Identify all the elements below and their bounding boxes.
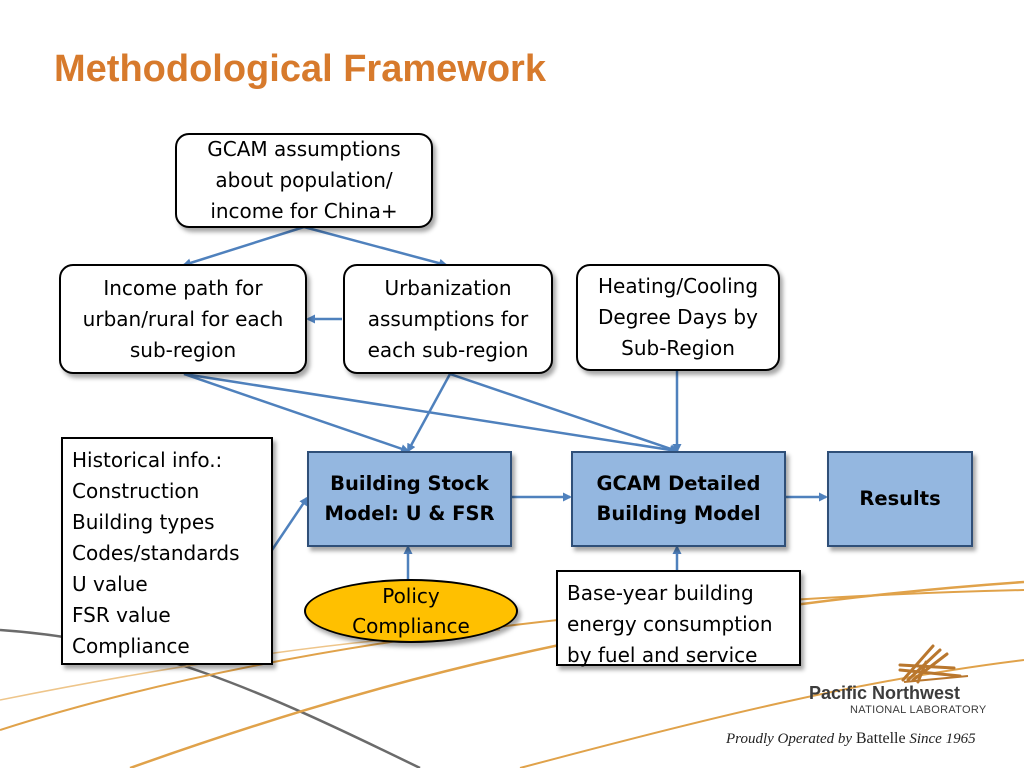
logo-name: Pacific Northwest xyxy=(809,683,961,703)
arrow-gcam-to-income xyxy=(182,225,305,268)
policy-compliance-ellipse: Policy Compliance xyxy=(304,579,518,643)
arrow-urbanization-to-stock xyxy=(406,373,452,453)
tagline-prefix: Proudly Operated by xyxy=(726,731,856,747)
urbanization-box: Urbanization assumptions for each sub-re… xyxy=(343,264,553,374)
income-path-box: Income path for urban/rural for each sub… xyxy=(59,264,307,374)
heating-cooling-box: Heating/Cooling Degree Days by Sub-Regio… xyxy=(576,264,780,371)
footer-tagline: Proudly Operated by Battelle Since 1965 xyxy=(726,730,976,748)
logo-subtitle: NATIONAL LABORATORY xyxy=(850,704,987,716)
historical-info-box: Historical info.: Construction Building … xyxy=(61,437,273,665)
gcam-detailed-box: GCAM Detailed Building Model xyxy=(571,451,786,547)
results-box: Results xyxy=(827,451,973,547)
tagline-suffix: Since 1965 xyxy=(905,731,976,747)
arrow-income-to-stock xyxy=(183,372,410,453)
page-title: Methodological Framework xyxy=(54,48,546,90)
arrow-gcam-to-urbanization xyxy=(303,225,448,268)
arrow-income-to-detailed xyxy=(183,372,679,455)
arrow-urbanization-to-detailed xyxy=(449,372,679,454)
pnnl-logo-icon xyxy=(898,644,969,684)
gcam-assumptions-box: GCAM assumptions about population/ incom… xyxy=(175,133,433,228)
tagline-brand: Battelle xyxy=(855,730,906,747)
arrow-historical-to-stock xyxy=(270,496,309,551)
base-year-box: Base-year building energy consumption by… xyxy=(556,570,801,667)
building-stock-box: Building Stock Model: U & FSR xyxy=(307,451,512,547)
